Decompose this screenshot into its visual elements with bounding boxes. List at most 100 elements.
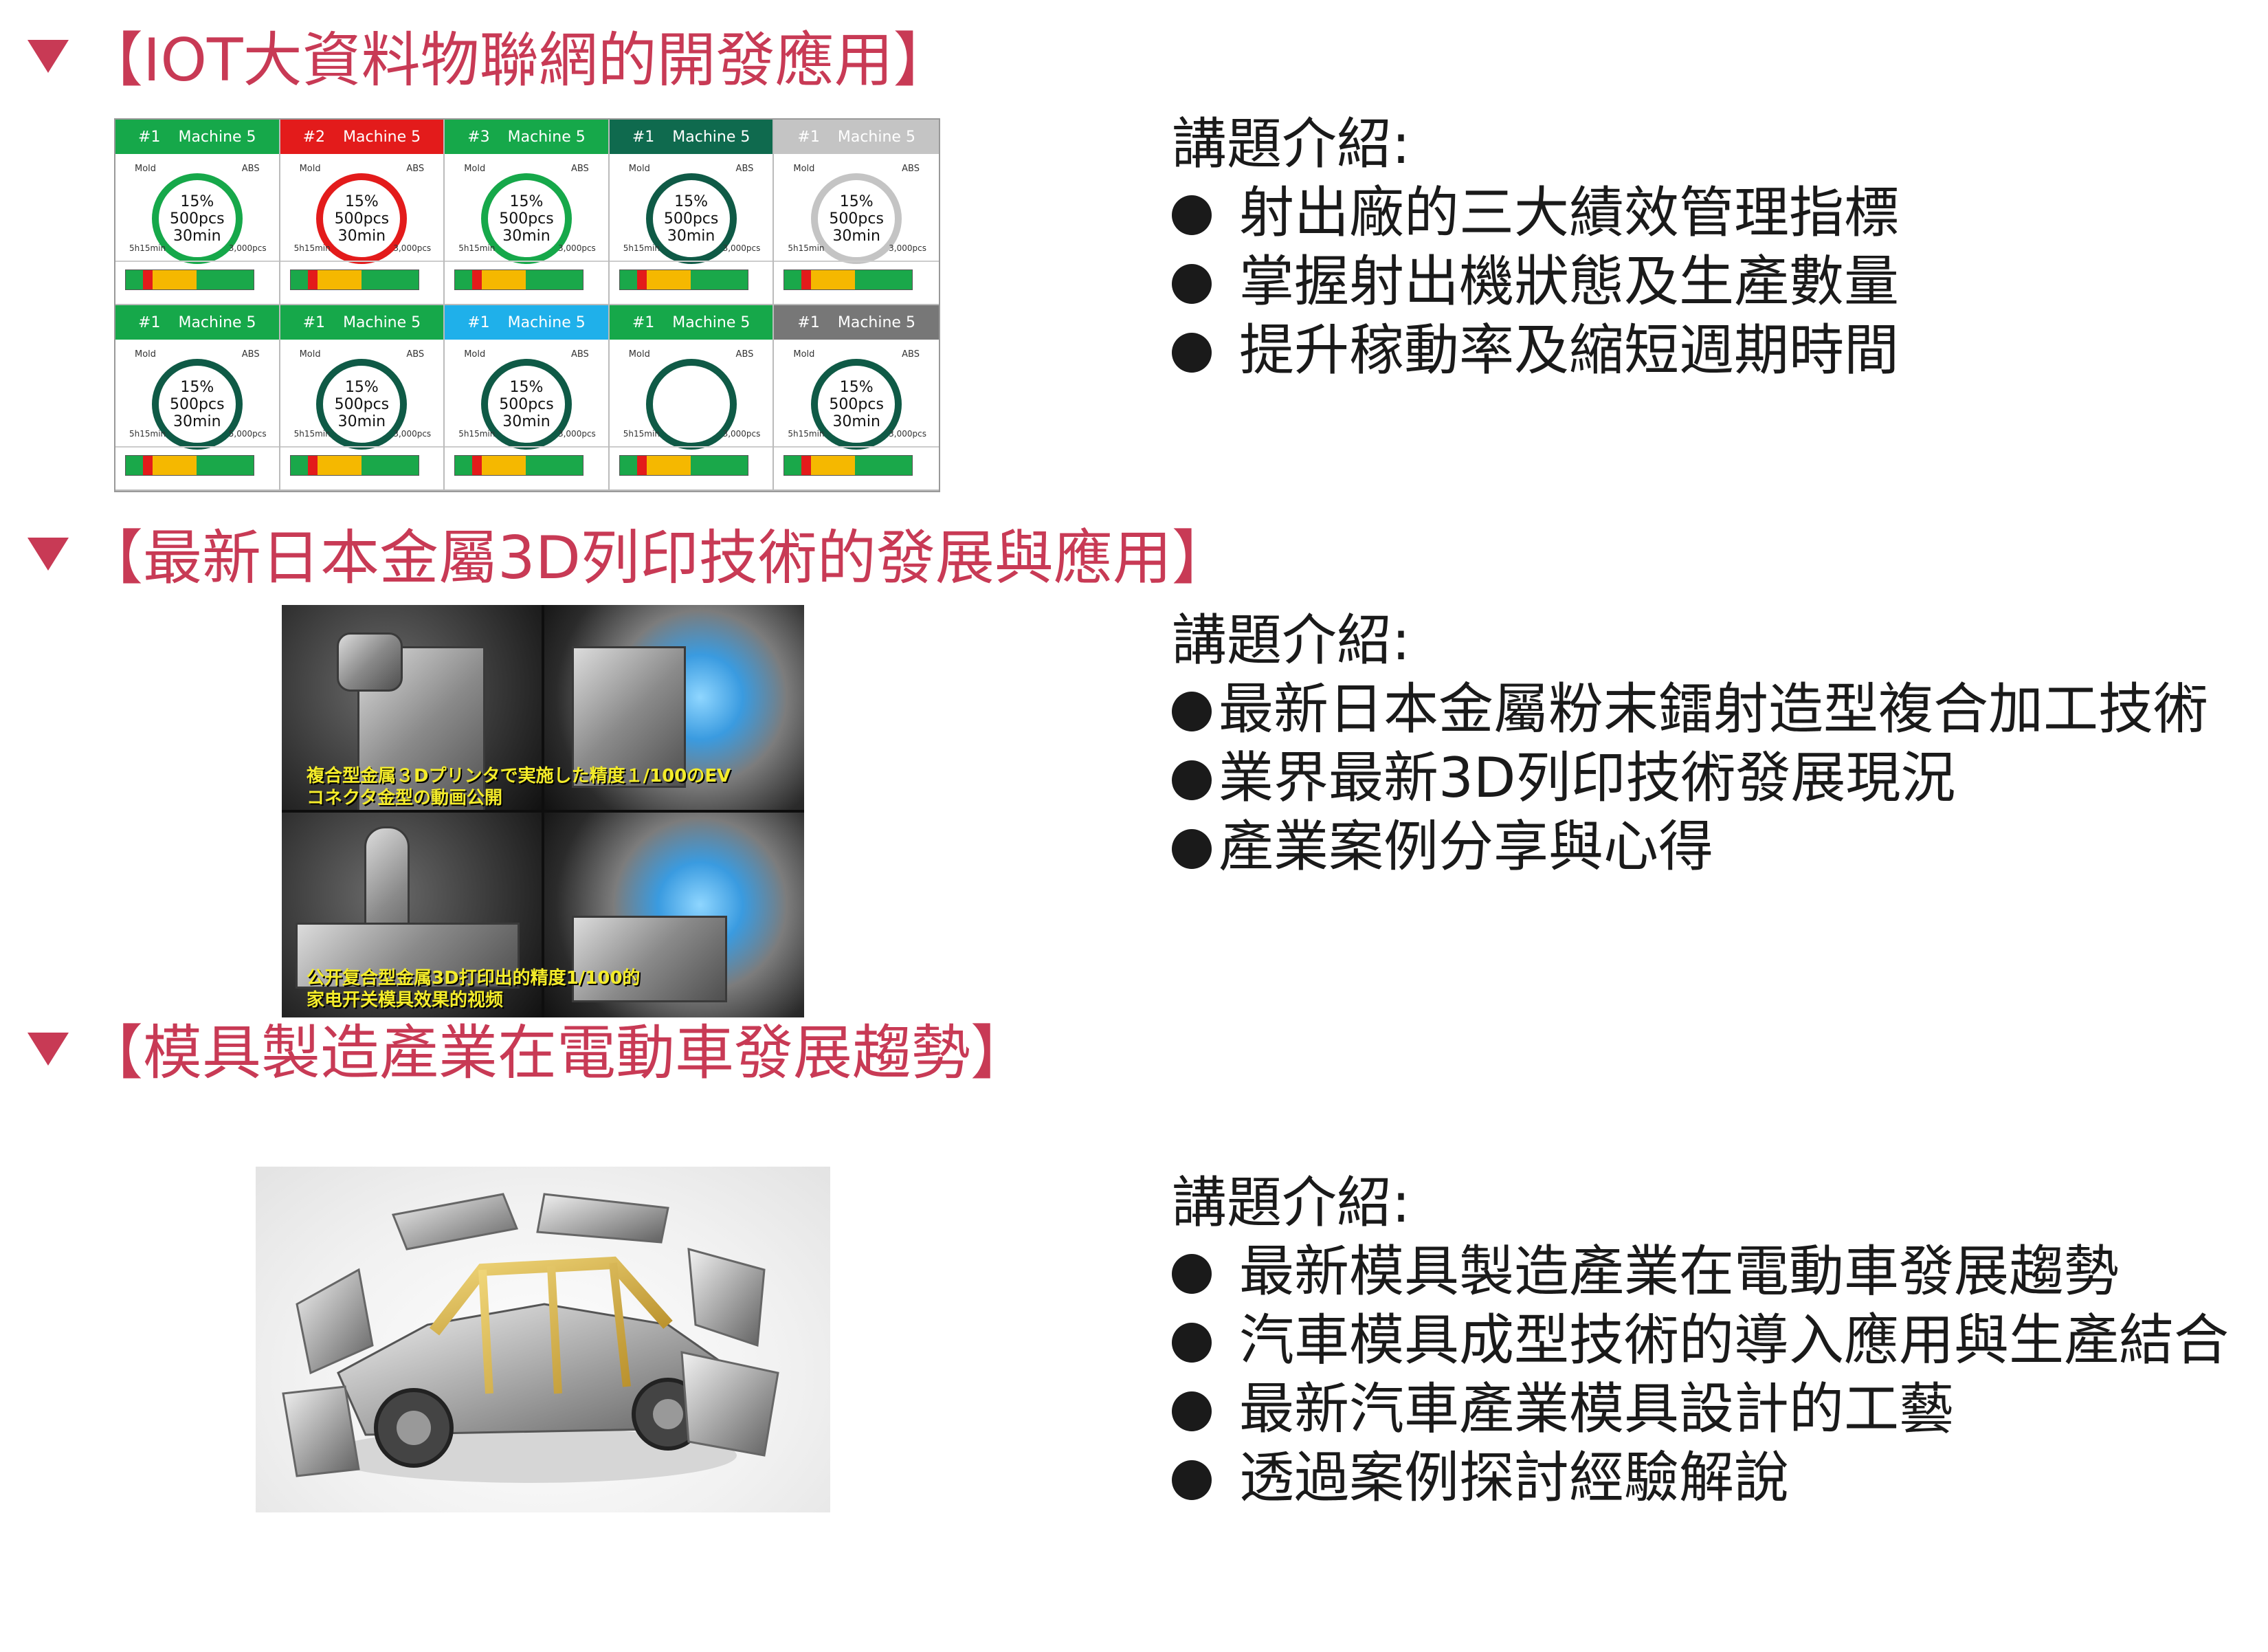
ring-percent: 15%	[839, 378, 874, 396]
ring-percent: 15%	[180, 378, 214, 396]
card-divider	[609, 446, 773, 448]
ring-minutes: 30min	[832, 412, 880, 430]
ring-pcs: 500pcs	[170, 395, 225, 413]
status-bar	[783, 455, 913, 476]
section-heading-ev-mold: 【模具製造產業在電動車發展趨勢】	[27, 1009, 1030, 1088]
status-bar-green	[126, 270, 143, 289]
heading-text: 【IOT大資料物聯網的開發應用】	[84, 25, 953, 95]
heading-text: 【最新日本金屬3D列印技術的發展與應用】	[84, 523, 1231, 593]
section-heading-3d-printing: 【最新日本金屬3D列印技術的發展與應用】	[27, 514, 1231, 593]
bullet-icon	[1172, 264, 1212, 304]
material-label: ABS	[902, 349, 920, 360]
material-label: ABS	[241, 164, 260, 174]
intro-ev-mold: 講題介紹: 最新模具製造產業在電動車發展趨勢 汽車模具成型技術的導入應用與生產結…	[1172, 1169, 2229, 1512]
machine-name: Machine 5	[178, 313, 256, 331]
status-bar	[125, 455, 254, 476]
target-count: 3,000pcs	[228, 243, 267, 253]
status-bar	[619, 455, 748, 476]
status-bar-green	[455, 270, 473, 289]
machine-rank: #1	[797, 313, 820, 331]
bullet-icon	[1172, 1323, 1212, 1363]
metal-3d-printing-photos	[282, 605, 804, 1017]
status-bar-green	[361, 270, 419, 289]
status-bar	[619, 269, 748, 290]
status-bar-yellow	[811, 456, 856, 475]
status-bar-yellow	[153, 270, 197, 289]
card-divider	[280, 446, 444, 448]
intro-title: 講題介紹:	[1172, 1171, 1410, 1235]
ring-pcs: 500pcs	[829, 210, 884, 228]
machine-rank: #2	[302, 128, 326, 146]
elapsed-time: 5h15min	[788, 243, 825, 253]
target-count: 5,000pcs	[228, 429, 267, 439]
machine-name: Machine 5	[837, 128, 915, 146]
material-label: ABS	[241, 349, 260, 360]
ring-pcs: 500pcs	[499, 210, 554, 228]
ring-minutes: 30min	[502, 227, 551, 245]
card-divider	[609, 261, 773, 262]
status-bar	[454, 269, 584, 290]
status-bar-red	[801, 456, 812, 475]
elapsed-time: 5h15min	[293, 429, 331, 439]
material-label: ABS	[570, 164, 589, 174]
intro-3d-printing: 講題介紹: 最新日本金屬粉末鐳射造型複合加工技術 業界最新3D列印技術發展現況 …	[1172, 606, 2208, 881]
elapsed-time: 5h15min	[458, 243, 496, 253]
mold-label: Mold	[628, 164, 650, 174]
ring-minutes: 30min	[173, 412, 221, 430]
status-bar-yellow	[646, 270, 691, 289]
material-label: ABS	[406, 164, 425, 174]
elapsed-time: 5h15min	[788, 429, 825, 439]
card-divider	[115, 261, 279, 262]
machine-name: Machine 5	[178, 128, 256, 146]
status-bar-green	[197, 456, 254, 475]
mold-label: Mold	[793, 164, 815, 174]
status-bar-green	[526, 270, 583, 289]
material-label: ABS	[735, 349, 754, 360]
ring-percent: 15%	[839, 192, 874, 210]
triangle-down-icon	[27, 1033, 69, 1066]
ring-pcs: 500pcs	[499, 395, 554, 413]
target-count: 3,000pcs	[557, 243, 596, 253]
card-divider	[445, 261, 608, 262]
status-bar-red	[143, 270, 153, 289]
elapsed-time: 5h15min	[129, 243, 166, 253]
status-bar-red	[307, 456, 318, 475]
intro-item: 提升稼動率及縮短週期時間	[1172, 316, 1899, 385]
photo-part	[296, 923, 520, 989]
mold-label: Mold	[464, 349, 486, 360]
status-bar	[289, 269, 419, 290]
status-bar-yellow	[482, 270, 526, 289]
elapsed-time: 5h15min	[623, 243, 660, 253]
status-bar-green	[619, 270, 637, 289]
machine-rank: #1	[467, 313, 490, 331]
photo-metal-mold	[282, 605, 542, 810]
car-body-exploded-image	[256, 1167, 830, 1512]
triangle-down-icon	[27, 40, 69, 73]
bullet-icon	[1172, 333, 1212, 373]
intro-item: 最新汽車產業模具設計的工藝	[1172, 1375, 2229, 1444]
status-bar-red	[636, 270, 647, 289]
ring-percent: 15%	[509, 378, 544, 396]
ring-minutes: 30min	[502, 412, 551, 430]
card-divider	[774, 446, 939, 448]
bullet-icon	[1172, 1391, 1212, 1431]
card-divider	[445, 446, 608, 448]
status-bar-red	[472, 270, 482, 289]
ring-percent: 15%	[344, 192, 379, 210]
status-bar-green	[855, 456, 913, 475]
status-bar	[454, 455, 584, 476]
status-bar-yellow	[153, 456, 197, 475]
status-bar-green	[619, 456, 637, 475]
status-bar-green	[784, 270, 802, 289]
card-divider	[774, 261, 939, 262]
